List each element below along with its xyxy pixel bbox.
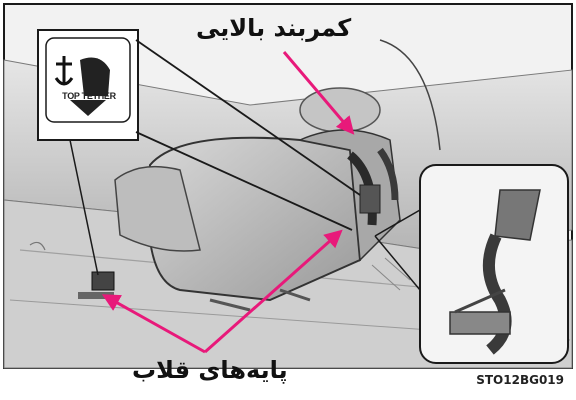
badge-label: TOP TETHER: [50, 91, 128, 101]
headrest: [300, 88, 380, 132]
figure-code: STO12BG019: [476, 373, 564, 387]
top-tether-strap-label: کمربند بالایی: [196, 14, 351, 42]
anchor-bracket-left: [92, 272, 114, 290]
anchor-brackets-label: پایه‌های قلاب: [132, 356, 288, 384]
tether-hook: [360, 185, 380, 213]
